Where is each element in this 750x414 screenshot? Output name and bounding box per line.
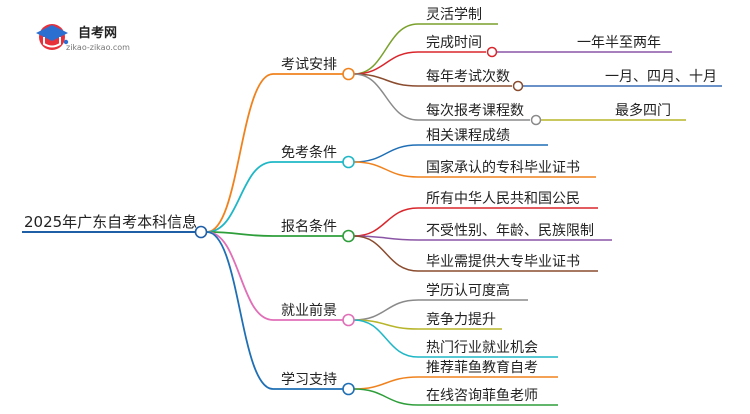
branch-knob[interactable] [342, 382, 355, 396]
leaf-node[interactable]: 相关课程成绩 [418, 128, 548, 146]
root-branch-link [206, 161, 274, 233]
leaf-node[interactable]: 灵活学制 [418, 7, 498, 25]
leaf-label: 不受性别、年龄、民族限制 [426, 223, 594, 239]
branch-leaf-link [353, 299, 419, 321]
leaf-label: 学历认可度高 [426, 282, 510, 299]
leaf-label: 完成时间 [426, 35, 482, 51]
branch-node[interactable]: 考试安排 [273, 57, 355, 81]
leaf-knob[interactable] [530, 114, 542, 126]
branch-knob[interactable] [342, 155, 355, 169]
branch-leaf-link [353, 319, 419, 358]
root-branch-link [206, 231, 274, 321]
branch-node[interactable]: 报名条件 [273, 218, 355, 243]
leaf-node[interactable]: 所有中华人民共和国公民 [418, 191, 598, 209]
root-branch-link [206, 231, 274, 390]
leaf-node[interactable]: 完成时间 [418, 35, 498, 58]
leaf-knob[interactable] [486, 46, 498, 58]
branch-leaf-link [353, 376, 419, 390]
branch-label: 考试安排 [281, 57, 337, 73]
branch-leaf-link [353, 73, 419, 121]
leaf-label: 推荐菲鱼教育自考 [426, 359, 538, 376]
branch-node[interactable]: 学习支持 [273, 372, 355, 396]
logo-title: 自考网 [78, 25, 117, 41]
leaf-label: 所有中华人民共和国公民 [426, 191, 580, 207]
leaf-label: 热门行业就业机会 [426, 340, 538, 356]
branch-leaf-link [353, 235, 419, 272]
branch-leaf-link [353, 51, 419, 75]
root-node[interactable]: 2025年广东自考本科信息 [22, 213, 208, 239]
leaf-label: 相关课程成绩 [426, 128, 510, 144]
graduation-cap-icon [36, 24, 69, 50]
branch-label: 学习支持 [281, 372, 337, 388]
leaf-label: 每次报考课程数 [426, 103, 524, 119]
value-node[interactable]: 一年半至两年 [566, 35, 672, 53]
root-branch-link [206, 73, 274, 233]
leaf-node[interactable]: 在线咨询菲鱼老师 [418, 387, 558, 406]
branch-knob[interactable] [342, 67, 355, 81]
branch-leaf-link [353, 23, 419, 75]
leaf-label: 在线咨询菲鱼老师 [426, 387, 538, 404]
branch-leaf-link [353, 388, 419, 406]
leaf-node[interactable]: 学历认可度高 [418, 282, 528, 301]
branch-knob[interactable] [342, 313, 355, 327]
branch-node[interactable]: 就业前景 [273, 302, 355, 327]
logo-url: zikao-zikao.com [66, 43, 130, 52]
logo: 自考网 zikao-zikao.com [36, 24, 130, 52]
leaf-node[interactable]: 每次报考课程数 [418, 103, 542, 126]
value-label: 最多四门 [615, 102, 671, 119]
leaf-node[interactable]: 竞争力提升 [418, 311, 502, 330]
leaf-node[interactable]: 推荐菲鱼教育自考 [418, 359, 558, 378]
branch-leaf-link [353, 144, 419, 163]
branch-knob[interactable] [342, 229, 355, 243]
branch-leaf-link [353, 161, 419, 178]
leaf-node[interactable]: 热门行业就业机会 [418, 340, 558, 358]
value-node[interactable]: 一月、四月、十月 [600, 69, 722, 87]
leaf-node[interactable]: 每年考试次数 [418, 69, 524, 92]
branch-leaf-link [353, 207, 419, 237]
leaf-knob[interactable] [512, 80, 524, 92]
value-node[interactable]: 最多四门 [600, 102, 686, 121]
branch-node[interactable]: 免考条件 [273, 144, 355, 169]
leaf-label: 国家承认的专科毕业证书 [426, 159, 580, 176]
branch-label: 报名条件 [281, 218, 337, 235]
leaf-label: 竞争力提升 [426, 311, 496, 328]
branch-label: 就业前景 [281, 302, 337, 319]
root-branch-link [206, 231, 274, 237]
root-knob[interactable] [194, 225, 208, 239]
leaf-label: 灵活学制 [426, 7, 482, 23]
leaf-node[interactable]: 毕业需提供大专毕业证书 [418, 254, 598, 272]
connector-lines [206, 23, 600, 406]
leaf-node[interactable]: 国家承认的专科毕业证书 [418, 159, 596, 178]
value-label: 一年半至两年 [577, 35, 661, 51]
root-label: 2025年广东自考本科信息 [24, 213, 197, 231]
value-label: 一月、四月、十月 [605, 69, 717, 85]
leaf-label: 每年考试次数 [426, 69, 510, 85]
leaf-node[interactable]: 不受性别、年龄、民族限制 [418, 223, 612, 241]
branch-label: 免考条件 [281, 144, 337, 161]
leaf-label: 毕业需提供大专毕业证书 [426, 254, 580, 270]
